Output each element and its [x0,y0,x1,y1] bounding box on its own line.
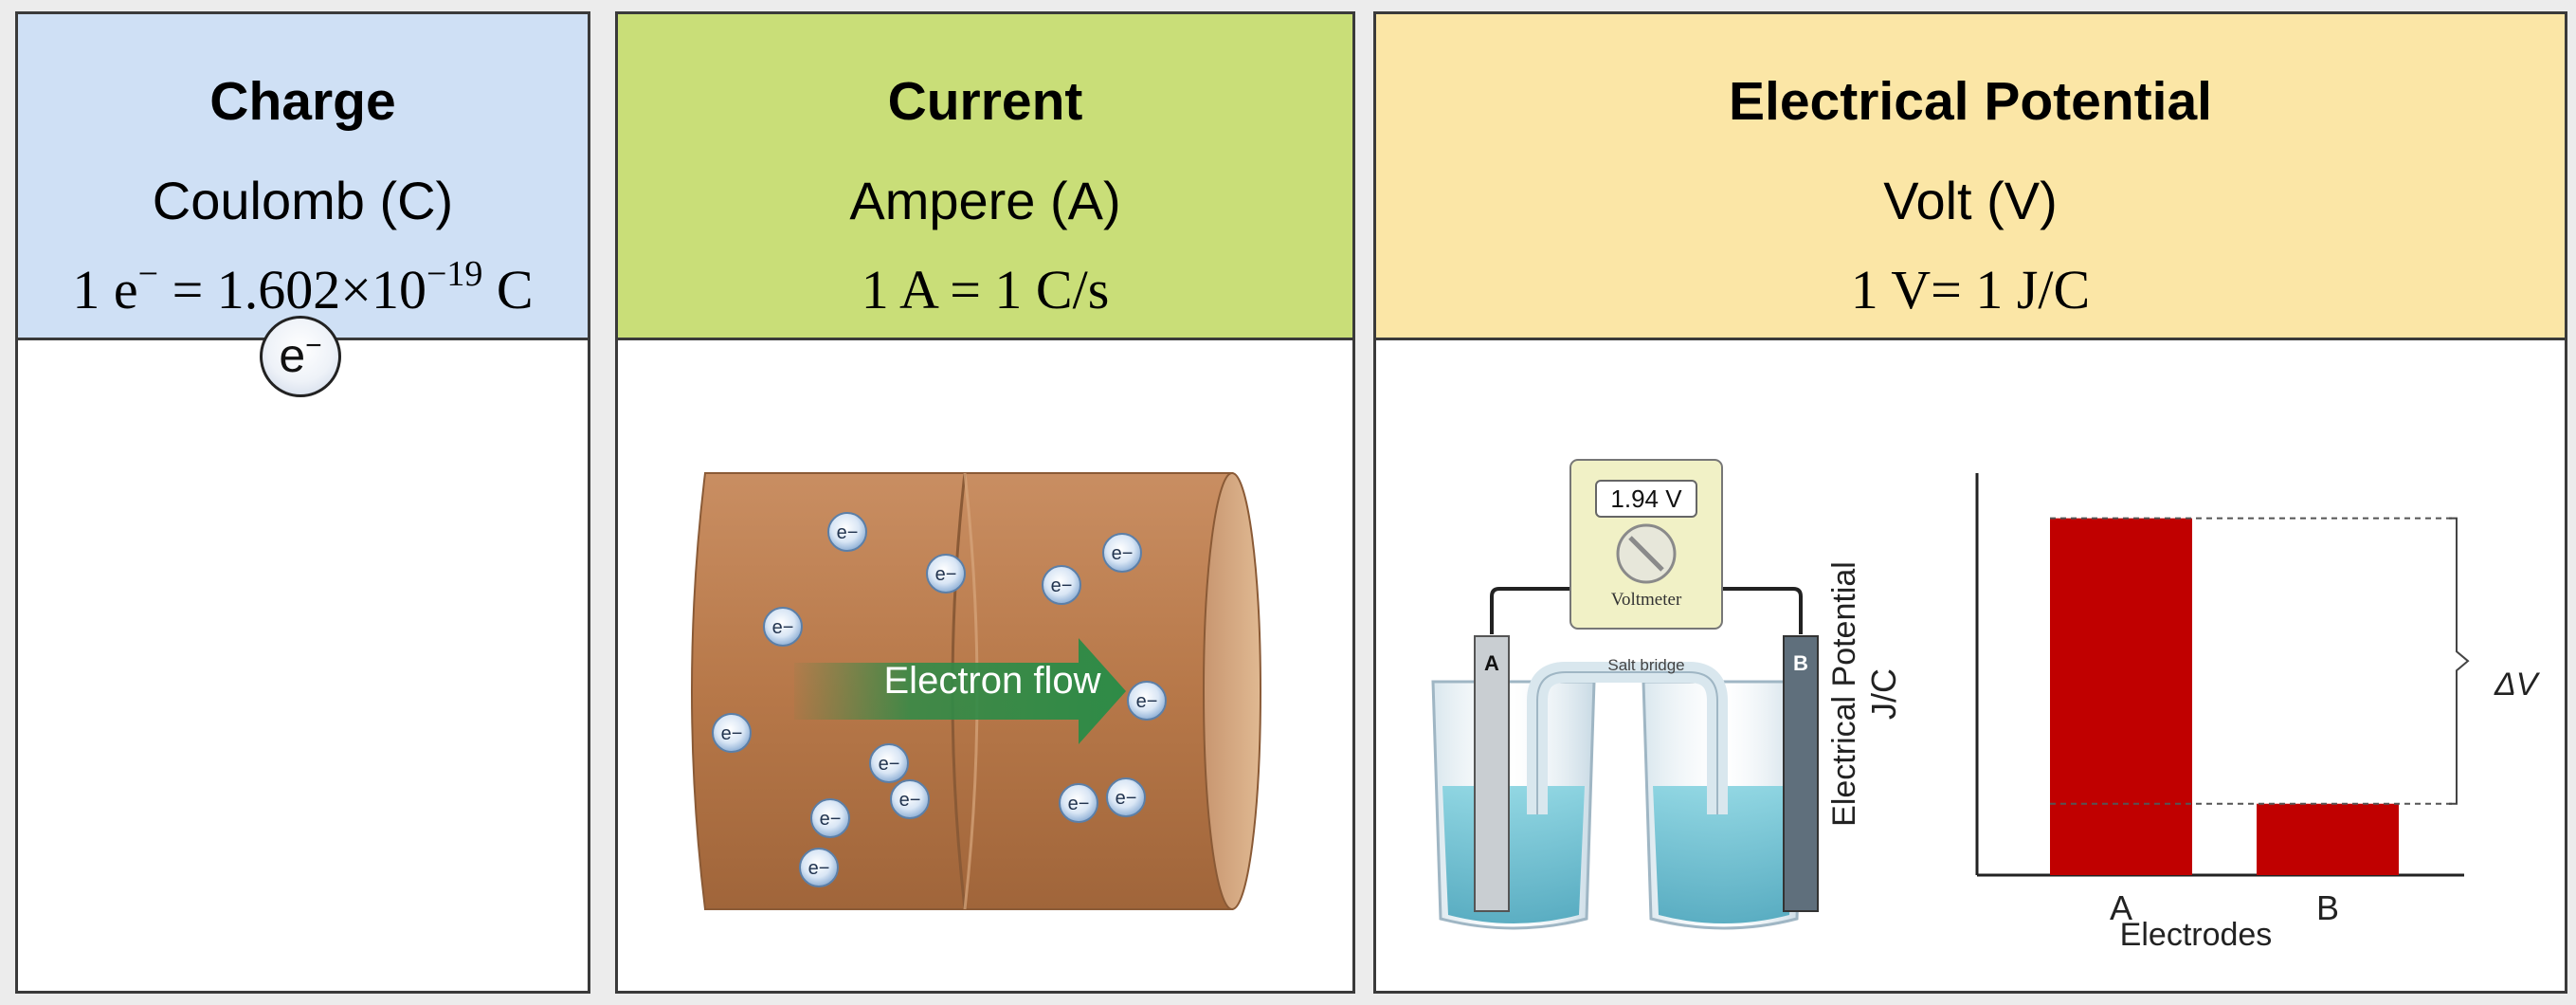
charge-formula-exponent: −19 [426,254,483,294]
charge-unit: Coulomb (C) [152,171,454,230]
electron-icon: e− [1042,565,1081,605]
charge-formula-rhs: C [482,259,534,320]
charge-panel: Charge Coulomb (C) 1 e− = 1.602×10−19 C … [15,11,590,994]
charge-header: Charge Coulomb (C) 1 e− = 1.602×10−19 C [18,14,588,340]
charge-title: Charge [209,71,396,132]
svg-text:e−: e− [1068,794,1090,814]
electron-icon-letter: e [279,329,306,382]
electron-icon: e− [926,554,966,594]
electron-icon: e− [763,607,803,647]
voltmeter-label: Voltmeter [1610,590,1682,610]
voltmeter-reading: 1.94 V [1610,484,1682,513]
chart-x-tick-label: B [2315,888,2339,927]
current-panel: Current Ampere (A) 1 A = 1 C/s [615,11,1355,994]
salt-bridge-label: Salt bridge [1607,656,1685,674]
svg-text:e−: e− [837,522,859,543]
electron-icon: e− [1059,783,1098,823]
potential-unit: Volt (V) [1883,171,2058,230]
galvanic-cell-icon [1431,459,1819,930]
svg-text:e−: e− [1051,576,1073,596]
electron-icon: e− [799,848,839,887]
potential-formula: 1 V= 1 J/C [1850,259,2091,320]
electron-icon: e− [1106,777,1146,817]
charge-formula: 1 e− = 1.602×10−19 C [18,254,588,323]
potential-title: Electrical Potential [1728,71,2213,132]
potential-art: 1.94 V Voltmeter Salt bridge A B Electri… [1376,340,2565,991]
svg-text:e−: e− [879,754,900,775]
electron-icon: e− [890,779,930,819]
svg-text:e−: e− [1116,788,1137,809]
chart-x-tick-label: A [2109,888,2132,927]
electrode-b-label: B [1793,651,1808,675]
svg-text:e−: e− [1112,543,1134,564]
current-header: Current Ampere (A) 1 A = 1 C/s [618,14,1352,340]
current-formula: 1 A = 1 C/s [861,259,1110,320]
chart-bar-a [2050,518,2192,875]
svg-text:e−: e− [1136,691,1158,712]
chart-bar-b [2257,803,2399,875]
electron-icon: e− [1102,533,1142,573]
electron-icon: e− [1127,681,1167,721]
svg-text:e−: e− [935,564,957,585]
charge-formula-lhs-sup: − [137,254,159,294]
electron-icon: e− [260,316,341,397]
electrode-a-label: A [1484,651,1499,675]
charge-formula-mid: = 1.602×10 [158,259,426,320]
potential-header: Electrical Potential Volt (V) 1 V= 1 J/C [1376,14,2565,340]
svg-text:e−: e− [772,617,794,638]
svg-text:e−: e− [899,790,921,811]
current-title: Current [887,71,1083,132]
chart-y-label-line2: J/C [1864,668,1903,720]
delta-v-annotation: ΔV [2494,667,2538,703]
potential-panel: Electrical Potential Volt (V) 1 V= 1 J/C [1373,11,2567,994]
svg-text:e−: e− [808,858,830,879]
electron-icon: e− [827,512,867,552]
electron-icon: e− [712,713,752,753]
electron-flow-label: Electron flow [883,660,1101,702]
wire-illustration: e− e− e− e− e− e− e− e− e− e− e− e− e− Electron flow [618,340,1352,991]
chart-y-label-line1: Electrical Potential [1826,561,1862,827]
chart-x-axis-label: Electrodes [2119,917,2273,953]
svg-text:e−: e− [721,723,743,744]
electron-icon: e− [810,798,850,838]
potential-bar-chart [1975,473,2470,877]
wire-cylinder-icon: e− e− e− e− e− e− e− e− e− e− e− e− e− [691,472,1261,910]
current-unit: Ampere (A) [849,171,1121,230]
electron-icon-charge: − [305,330,322,361]
charge-formula-lhs: 1 e [72,259,138,320]
svg-text:e−: e− [820,809,842,830]
delta-v-bracket [2449,517,2470,805]
electron-icon: e− [869,743,909,783]
